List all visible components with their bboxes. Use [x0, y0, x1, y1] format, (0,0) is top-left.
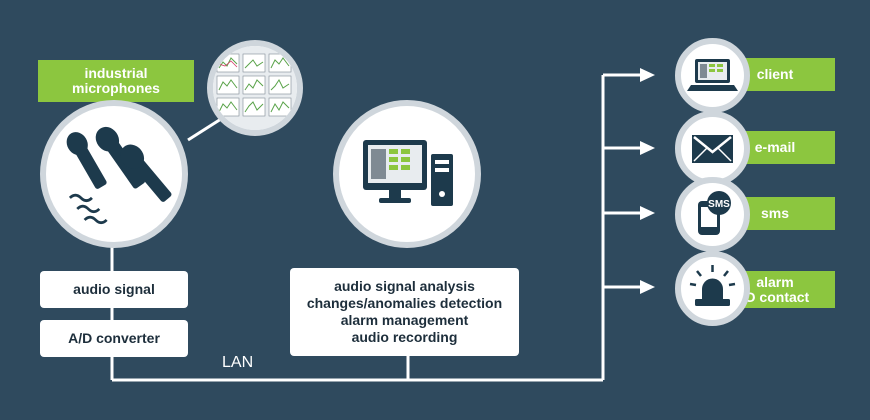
function-alarm-management: alarm management	[340, 312, 469, 328]
audio-signal-box: audio signal	[40, 271, 188, 308]
output-client-text: client	[756, 66, 794, 82]
function-analysis: audio signal analysis	[334, 278, 475, 294]
arrow-client	[640, 68, 655, 82]
arrow-alarm	[640, 280, 655, 294]
lan-label: LAN	[222, 354, 254, 371]
microphones-circle	[40, 100, 188, 248]
sms-icon-text: SMS	[708, 199, 730, 210]
function-detection: changes/anomalies detection	[306, 295, 503, 311]
waveform-screenshot-circle	[207, 40, 303, 136]
server-circle	[333, 100, 481, 248]
output-alarm-circle	[675, 251, 750, 326]
audio-signal-text: audio signal	[73, 281, 155, 297]
output-sms-text: sms	[760, 205, 790, 221]
microphones-label-line1: industrial	[84, 65, 148, 81]
microphones-label: industrial microphones	[38, 60, 194, 102]
output-sms-circle: SMS	[675, 177, 750, 252]
output-alarm-text-line2: IO contact	[740, 288, 810, 305]
arrow-sms	[640, 206, 655, 220]
sms-phone-icon: SMS	[698, 191, 731, 235]
envelope-icon	[692, 135, 733, 163]
waveform-screen-icon	[213, 46, 297, 130]
output-client-circle	[675, 38, 750, 113]
microphones-icon	[66, 126, 172, 225]
ad-converter-box: A/D converter	[40, 320, 188, 357]
output-email-circle	[675, 111, 750, 186]
server-functions-box: audio signal analysis changes/anomalies …	[290, 268, 519, 356]
ad-converter-text: A/D converter	[68, 330, 160, 346]
alarm-light-icon	[689, 265, 736, 306]
function-recording: audio recording	[351, 329, 458, 345]
computer-icon	[363, 140, 453, 206]
microphones-label-line2: microphones	[72, 80, 160, 96]
output-alarm-text-line1: alarm	[756, 273, 794, 290]
arrow-email	[640, 141, 655, 155]
output-email-text: e-mail	[754, 139, 796, 155]
laptop-icon	[687, 59, 738, 91]
